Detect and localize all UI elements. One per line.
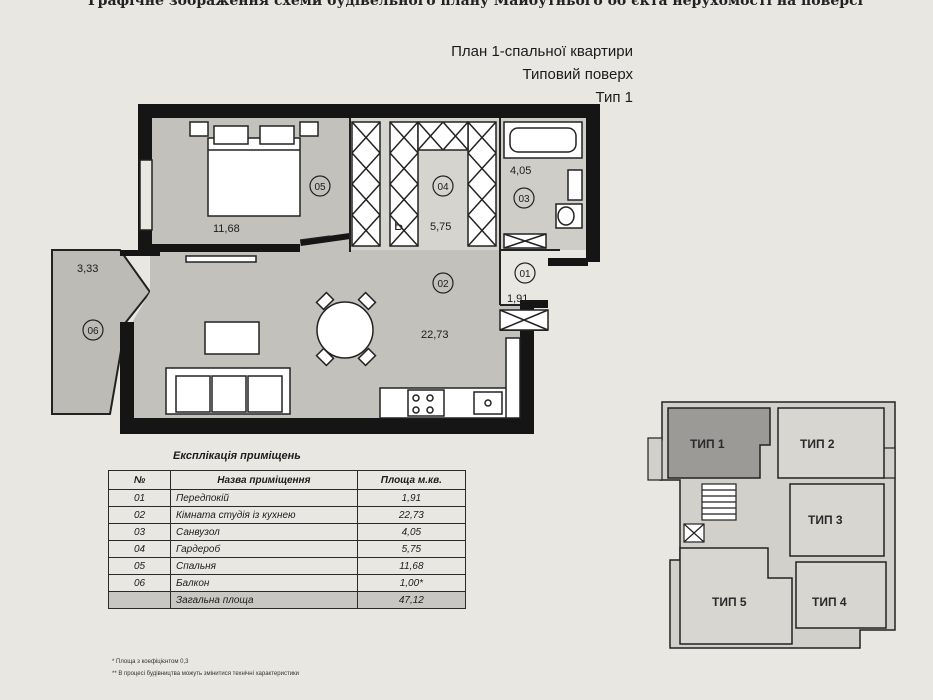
cell-area: 5,75 bbox=[356, 540, 467, 558]
key-label-type5: ТИП 5 bbox=[712, 595, 747, 609]
cell-total-name: Загальна площа bbox=[170, 591, 358, 609]
dining-table bbox=[315, 291, 377, 367]
cell-num: 01 bbox=[108, 489, 171, 507]
plan-title-line3: Тип 1 bbox=[595, 89, 633, 106]
key-unit-type4 bbox=[795, 561, 887, 629]
plan-title: План 1-спальної квартири Типовий поверх … bbox=[451, 40, 633, 109]
room-code-01: 01 bbox=[519, 269, 531, 280]
bathroom-fixtures bbox=[503, 121, 583, 229]
explication-table: № Назва приміщення Площа м.кв. 01 Передп… bbox=[108, 470, 467, 609]
cell-area: 22,73 bbox=[356, 506, 467, 524]
footnote-2: ** В процесі будівництва можуть змінитис… bbox=[112, 671, 300, 677]
plan-title-line1: План 1-спальної квартири bbox=[451, 43, 633, 60]
cell-area: 1,00* bbox=[356, 574, 467, 592]
header-area: Площа м.кв. bbox=[356, 470, 467, 490]
cell-name: Санвузол bbox=[170, 523, 358, 541]
cell-area: 11,68 bbox=[356, 557, 467, 575]
key-label-type1: ТИП 1 bbox=[690, 437, 725, 451]
room-badge-06 bbox=[82, 319, 104, 341]
apartment-plan: Ь bbox=[51, 104, 600, 434]
room-code-06: 06 bbox=[87, 326, 99, 337]
key-label-type2: ТИП 2 bbox=[800, 437, 835, 451]
key-label-type4: ТИП 4 bbox=[812, 595, 847, 609]
key-unit-type5 bbox=[679, 547, 793, 645]
cut-header: Графічне зображення схеми будівельного п… bbox=[0, 0, 933, 14]
cell-name: Спальня bbox=[170, 557, 358, 575]
header-name: Назва приміщення bbox=[170, 470, 358, 490]
cut-header-text: Графічне зображення схеми будівельного п… bbox=[88, 0, 863, 9]
coffee-table bbox=[204, 321, 260, 355]
room-area-04: 5,75 bbox=[430, 221, 451, 233]
room-code-03: 03 bbox=[518, 194, 530, 205]
key-label-type3: ТИП 3 bbox=[808, 513, 843, 527]
table-row: 01 Передпокій 1,91 bbox=[108, 489, 467, 507]
room-area-02: 22,73 bbox=[421, 329, 449, 341]
plan-title-line2: Типовий поверх bbox=[522, 66, 633, 83]
cell-area: 1,91 bbox=[356, 489, 467, 507]
table-total-row: Загальна площа 47,12 bbox=[108, 591, 467, 609]
room-badge-05 bbox=[309, 175, 331, 197]
footnotes: * Площа з коефіцієнтом 0,3 ** В процесі … bbox=[112, 656, 299, 680]
wardrobe-cabinets bbox=[351, 121, 497, 247]
room-area-05: 11,68 bbox=[213, 223, 240, 235]
table-row: 05 Спальня 11,68 bbox=[108, 557, 467, 575]
kitchen-counter bbox=[379, 337, 521, 419]
electric-panel-symbol: Ь bbox=[394, 217, 403, 233]
room-badge-03 bbox=[513, 187, 535, 209]
cell-num: 06 bbox=[108, 574, 171, 592]
tv-unit bbox=[185, 255, 257, 263]
cell-name: Балкон bbox=[170, 574, 358, 592]
table-row: 06 Балкон 1,00* bbox=[108, 574, 467, 592]
room-code-04: 04 bbox=[437, 182, 449, 193]
room-badge-04 bbox=[432, 175, 454, 197]
table-row: 04 Гардероб 5,75 bbox=[108, 540, 467, 558]
table-header-row: № Назва приміщення Площа м.кв. bbox=[108, 470, 467, 490]
footnote-1: * Площа з коефіцієнтом 0,3 bbox=[112, 659, 189, 665]
table-row: 03 Санвузол 4,05 bbox=[108, 523, 467, 541]
room-area-06: 3,33 bbox=[77, 263, 98, 275]
room-code-05: 05 bbox=[314, 182, 326, 193]
cell-total-area: 47,12 bbox=[356, 591, 467, 609]
table-row: 02 Кімната студія із кухнею 22,73 bbox=[108, 506, 467, 524]
room-area-01: 1,91 bbox=[507, 293, 528, 305]
room-code-02: 02 bbox=[437, 279, 449, 290]
bed bbox=[189, 121, 319, 217]
sofa bbox=[165, 367, 291, 415]
cell-name: Кімната студія із кухнею bbox=[170, 506, 358, 524]
explication-title: Експлікація приміщень bbox=[173, 450, 301, 462]
room-badge-02 bbox=[432, 272, 454, 294]
room-area-03: 4,05 bbox=[510, 165, 531, 177]
cell-num: 03 bbox=[108, 523, 171, 541]
bedroom-window bbox=[139, 159, 153, 231]
key-unit-type1 bbox=[667, 407, 771, 479]
cell-num: 05 bbox=[108, 557, 171, 575]
cell-name: Передпокій bbox=[170, 489, 358, 507]
key-stair-core bbox=[683, 483, 737, 543]
cell-num bbox=[108, 591, 171, 609]
key-unit-type3 bbox=[789, 483, 885, 557]
cell-num: 04 bbox=[108, 540, 171, 558]
key-floor-plan: ТИП 1 ТИП 2 ТИП 3 ТИП 5 ТИП 4 bbox=[647, 401, 896, 649]
hallway-cabinets bbox=[499, 233, 549, 331]
cell-area: 4,05 bbox=[356, 523, 467, 541]
cell-name: Гардероб bbox=[170, 540, 358, 558]
header-num: № bbox=[108, 470, 171, 490]
cell-num: 02 bbox=[108, 506, 171, 524]
room-badge-01 bbox=[514, 262, 536, 284]
key-unit-type2 bbox=[777, 407, 885, 479]
